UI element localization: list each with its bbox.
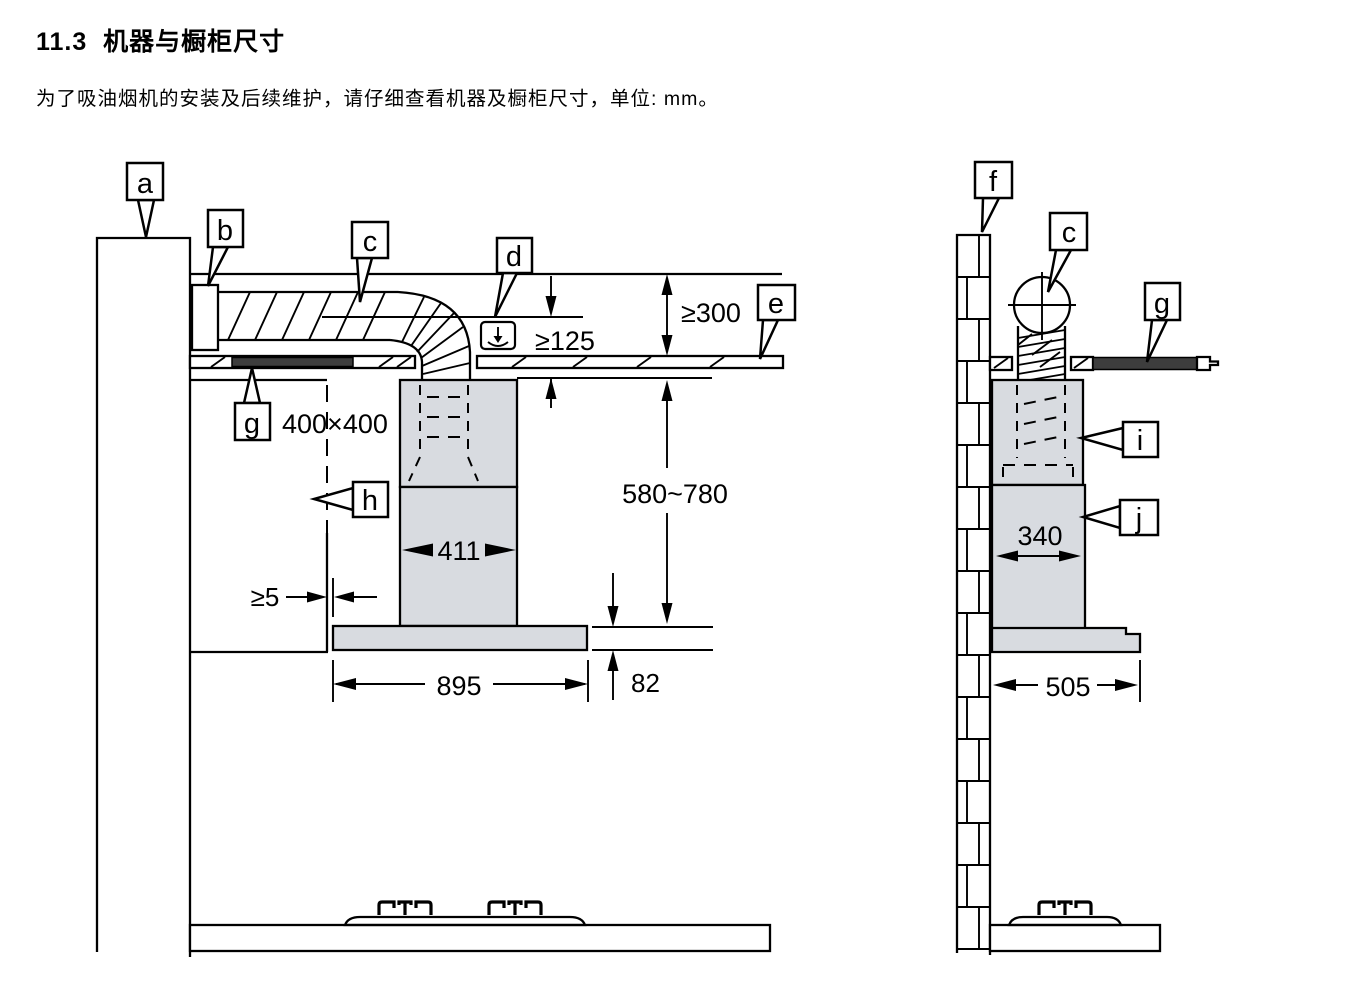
front-view-diagram: ≥125 ≥300 580~780: [95, 161, 797, 957]
countertop-left: [188, 923, 772, 953]
soffit-board-right: [475, 354, 785, 370]
board-hatch-marks: [210, 356, 725, 368]
board-piece-wall-hatch: [993, 357, 1009, 369]
callout-b-text: b: [217, 215, 233, 247]
duct-bend-outer: [397, 290, 472, 380]
callout-e-text: e: [768, 288, 784, 320]
chimney-section: [398, 485, 519, 628]
callout-i-text: i: [1137, 425, 1143, 457]
duct-hatch: [227, 291, 386, 341]
dim-body-height: 82: [592, 573, 713, 700]
dim-ceiling-clearance: ≥300: [661, 274, 741, 356]
access-panel-left-view: [231, 356, 354, 368]
dim-cutout-text: 400×400: [282, 409, 388, 439]
burner-grate: [487, 900, 543, 915]
duct-circle: [1008, 272, 1076, 340]
dim-flue-width: 411: [402, 536, 516, 566]
dim-ceiling-clearance-text: ≥300: [681, 298, 741, 328]
callout-a-text: a: [137, 168, 154, 200]
dim-side-gap-text: ≥5: [251, 582, 280, 612]
callout-g-left: g: [233, 367, 272, 442]
burner-grate-side: [1037, 900, 1093, 915]
callout-j: j: [1078, 498, 1160, 537]
power-outlet-icon: [479, 320, 517, 351]
dim-hood-depth: 505: [993, 660, 1141, 702]
burner-grate: [377, 900, 433, 915]
dim-flue-width-text: 411: [437, 536, 480, 566]
page-header: 11.3 机器与橱柜尺寸 为了吸油烟机的安装及后续维护，请仔细查看机器及橱柜尺寸…: [36, 22, 1136, 111]
dim-install-height: 580~780: [622, 380, 728, 624]
callout-a: a: [125, 161, 165, 238]
dim-body-height-text: 82: [631, 668, 660, 698]
duct-collar: [190, 283, 220, 352]
callout-f: f: [973, 160, 1014, 233]
callout-g-right-text: g: [1154, 288, 1170, 320]
inner-duct-rows: [427, 396, 461, 438]
callout-j-text: j: [1135, 503, 1142, 535]
callout-c-right-text: c: [1062, 217, 1077, 249]
callout-i: i: [1076, 420, 1160, 459]
callout-h-text: h: [362, 485, 378, 517]
callout-h: h: [309, 480, 390, 519]
cooktop-base-side: [1007, 915, 1123, 927]
inner-duct-dashed-side: [1002, 385, 1074, 482]
cooktop-base: [343, 915, 587, 927]
dim-duct-clearance: ≥125: [535, 276, 595, 408]
dim-hood-width-text: 895: [436, 671, 481, 701]
callout-d-text: d: [506, 241, 522, 273]
side-view-diagram: 340 505 f c: [955, 160, 1220, 955]
hood-body-side: [990, 626, 1142, 654]
section-title: 11.3 机器与橱柜尺寸: [36, 28, 286, 56]
dim-side-gap: ≥5: [251, 578, 377, 617]
dim-hood-depth-text: 505: [1045, 672, 1090, 702]
dim-flue-depth-text: 340: [1017, 521, 1062, 551]
callout-g-right: g: [1143, 281, 1182, 363]
duct-bend-hatch: [401, 296, 471, 375]
hood-body: [331, 624, 589, 652]
dim-flue-depth: 340: [996, 521, 1081, 562]
brick-wall: [955, 233, 992, 955]
callout-b: b: [206, 208, 245, 287]
flue-upper-side: [990, 378, 1085, 487]
dim-install-height-text: 580~780: [622, 479, 728, 509]
callout-c-right: c: [1046, 211, 1089, 293]
callout-e: e: [756, 283, 797, 360]
access-panel-side-view: [1092, 356, 1198, 371]
duct-bend-inner: [389, 338, 424, 380]
callout-c-left: c: [350, 220, 390, 303]
inner-duct-flare-left: [408, 456, 421, 482]
countertop-right: [988, 923, 1162, 953]
section-subtitle: 为了吸油烟机的安装及后续维护，请仔细查看机器及橱柜尺寸，单位: mm。: [36, 88, 719, 110]
wall-column: [95, 236, 192, 957]
board-step-end: [1195, 355, 1220, 372]
dim-duct-clearance-text: ≥125: [535, 326, 595, 356]
flexible-duct-coil: [1016, 326, 1067, 383]
inner-duct-flare-right: [467, 456, 479, 482]
callout-d: d: [493, 236, 534, 318]
board-piece-mid-hatch: [1073, 357, 1089, 369]
dim-hood-width: 895: [332, 660, 589, 702]
callout-g-left-text: g: [244, 408, 260, 440]
callout-f-text: f: [989, 166, 998, 198]
callout-c-left-text: c: [363, 226, 378, 258]
